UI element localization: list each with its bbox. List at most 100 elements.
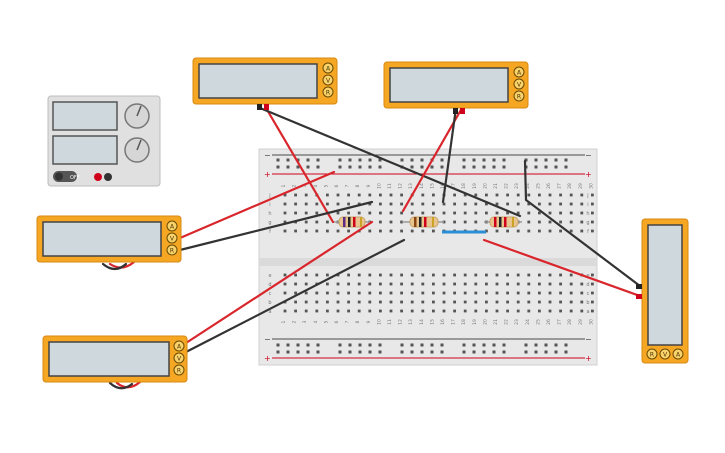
wire-red[interactable] xyxy=(482,238,642,298)
terminal-hole[interactable] xyxy=(294,211,297,215)
terminal-hole[interactable] xyxy=(569,202,573,206)
terminal-hole[interactable] xyxy=(421,211,425,215)
terminal-hole[interactable] xyxy=(527,229,531,233)
terminal-hole[interactable] xyxy=(548,202,552,206)
terminal-hole[interactable] xyxy=(389,202,393,206)
terminal-hole[interactable] xyxy=(347,229,350,233)
terminal-hole[interactable] xyxy=(357,211,361,215)
rail-hole[interactable] xyxy=(502,165,506,169)
rail-hole[interactable] xyxy=(368,350,372,354)
rail-hole[interactable] xyxy=(554,165,558,169)
terminal-hole[interactable] xyxy=(485,211,488,215)
terminal-hole[interactable] xyxy=(400,220,403,224)
terminal-hole[interactable] xyxy=(591,229,594,233)
terminal-hole[interactable] xyxy=(527,202,531,206)
terminal-hole[interactable] xyxy=(559,291,562,295)
rail-hole[interactable] xyxy=(420,350,424,354)
terminal-hole[interactable] xyxy=(538,300,541,304)
terminal-hole[interactable] xyxy=(368,282,372,286)
terminal-hole[interactable] xyxy=(527,193,531,197)
terminal-hole[interactable] xyxy=(336,291,340,295)
rail-hole[interactable] xyxy=(430,350,434,354)
terminal-hole[interactable] xyxy=(357,309,361,313)
terminal-hole[interactable] xyxy=(495,193,499,197)
rail-hole[interactable] xyxy=(564,350,568,354)
terminal-hole[interactable] xyxy=(495,282,499,286)
multimeter-4[interactable]: AVR xyxy=(42,335,188,383)
rail-hole[interactable] xyxy=(286,343,290,347)
terminal-hole[interactable] xyxy=(527,220,531,224)
terminal-hole[interactable] xyxy=(580,309,584,313)
terminal-hole[interactable] xyxy=(326,282,329,286)
terminal-hole[interactable] xyxy=(336,193,340,197)
terminal-hole[interactable] xyxy=(357,300,361,304)
rail-hole[interactable] xyxy=(524,350,528,354)
terminal-hole[interactable] xyxy=(527,309,531,313)
mode-button-a[interactable] xyxy=(322,62,334,74)
terminal-hole[interactable] xyxy=(453,282,456,286)
terminal-hole[interactable] xyxy=(432,211,435,215)
rail-hole[interactable] xyxy=(482,350,486,354)
rail-hole[interactable] xyxy=(420,165,424,169)
terminal-hole[interactable] xyxy=(516,273,520,277)
rail-hole[interactable] xyxy=(348,158,352,162)
terminal-hole[interactable] xyxy=(294,291,297,295)
rail-hole[interactable] xyxy=(348,343,352,347)
rail-hole[interactable] xyxy=(358,165,362,169)
mode-button-r[interactable] xyxy=(513,90,525,102)
terminal-hole[interactable] xyxy=(453,300,456,304)
terminal-hole[interactable] xyxy=(400,300,403,304)
rail-hole[interactable] xyxy=(286,165,290,169)
terminal-hole[interactable] xyxy=(495,202,499,206)
wire-red[interactable] xyxy=(184,220,374,345)
terminal-hole[interactable] xyxy=(442,211,446,215)
terminal-hole[interactable] xyxy=(410,273,414,277)
terminal-hole[interactable] xyxy=(410,300,414,304)
terminal-hole[interactable] xyxy=(368,202,372,206)
terminal-hole[interactable] xyxy=(591,291,594,295)
terminal-hole[interactable] xyxy=(580,300,584,304)
terminal-hole[interactable] xyxy=(559,229,562,233)
terminal-hole[interactable] xyxy=(506,193,509,197)
rail-hole[interactable] xyxy=(358,350,362,354)
terminal-hole[interactable] xyxy=(389,211,393,215)
terminal-hole[interactable] xyxy=(485,282,488,286)
rail-hole[interactable] xyxy=(534,165,538,169)
terminal-hole[interactable] xyxy=(453,220,456,224)
rail-hole[interactable] xyxy=(462,165,466,169)
terminal-hole[interactable] xyxy=(336,309,340,313)
terminal-hole[interactable] xyxy=(580,193,584,197)
rail-hole[interactable] xyxy=(482,343,486,347)
rail-hole[interactable] xyxy=(296,350,300,354)
terminal-hole[interactable] xyxy=(315,229,319,233)
terminal-hole[interactable] xyxy=(591,211,594,215)
terminal-hole[interactable] xyxy=(591,202,594,206)
rail-hole[interactable] xyxy=(276,158,280,162)
terminal-hole[interactable] xyxy=(538,229,541,233)
terminal-hole[interactable] xyxy=(315,211,319,215)
terminal-hole[interactable] xyxy=(538,193,541,197)
rail-hole[interactable] xyxy=(306,158,310,162)
terminal-hole[interactable] xyxy=(548,193,552,197)
terminal-hole[interactable] xyxy=(294,300,297,304)
rail-hole[interactable] xyxy=(338,343,342,347)
mode-button-v[interactable] xyxy=(322,74,334,86)
terminal-hole[interactable] xyxy=(389,282,393,286)
wire-black[interactable] xyxy=(523,159,642,288)
rail-hole[interactable] xyxy=(462,343,466,347)
terminal-hole[interactable] xyxy=(442,202,446,206)
terminal-hole[interactable] xyxy=(485,309,488,313)
terminal-hole[interactable] xyxy=(506,202,509,206)
rail-hole[interactable] xyxy=(410,158,414,162)
terminal-hole[interactable] xyxy=(389,193,393,197)
terminal-hole[interactable] xyxy=(283,282,287,286)
rail-hole[interactable] xyxy=(296,158,300,162)
terminal-hole[interactable] xyxy=(474,273,478,277)
rail-hole[interactable] xyxy=(472,165,476,169)
terminal-hole[interactable] xyxy=(421,282,425,286)
terminal-hole[interactable] xyxy=(538,273,541,277)
terminal-hole[interactable] xyxy=(538,282,541,286)
terminal-hole[interactable] xyxy=(591,300,594,304)
terminal-hole[interactable] xyxy=(389,229,393,233)
terminal-hole[interactable] xyxy=(368,309,372,313)
